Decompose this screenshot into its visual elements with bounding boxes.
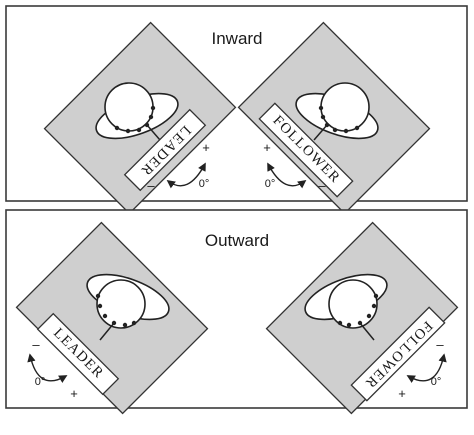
inward-leader-stem [146, 124, 161, 141]
panel-outward: Outward LEADER + [5, 209, 468, 415]
inward-follower-zero-angle: 0° [265, 178, 276, 190]
panel-inward: Inward LEADER + [5, 5, 468, 215]
inward-leader-plus-sign: + [202, 140, 210, 155]
outward-follower-contact-dots [337, 293, 379, 328]
outward-leader-stem [99, 322, 115, 341]
outward-follower-plus-sign: + [398, 386, 406, 401]
panel-inward-title: Inward [211, 29, 262, 48]
outward-follower-rotation-arrow [406, 353, 447, 383]
panel-outward-title: Outward [205, 231, 269, 250]
outward-leader-minus-sign: – [32, 337, 40, 352]
outward-leader-head [96, 279, 146, 329]
inward-leader-assembly: LEADER + – 0° [43, 21, 237, 215]
inward-follower-stem [313, 124, 328, 141]
outward-leader-plus-sign: + [70, 386, 78, 401]
inward-leader-rotation-arrow [166, 162, 206, 189]
outward-follower-zero-angle: 0° [431, 376, 442, 388]
outward-leader-label-box [36, 312, 120, 396]
inward-follower-plus-sign: + [263, 140, 271, 155]
outward-follower-label-box [350, 306, 446, 402]
outward-leader-rotation-arrow [27, 353, 68, 383]
inward-leader-zero-angle: 0° [199, 178, 210, 190]
inward-leader-minus-sign: – [147, 178, 155, 193]
outward-follower-head [328, 279, 378, 329]
inward-leader-label-box [123, 108, 207, 192]
inward-leader-contact-dots [114, 105, 156, 134]
inward-follower-minus-sign: – [318, 178, 326, 193]
outward-leader-zero-angle: 0° [35, 376, 46, 388]
inward-follower-rotation-arrow [267, 162, 307, 189]
outward-follower-minus-sign: – [436, 337, 444, 352]
inward-follower-contact-dots [318, 105, 360, 134]
inward-follower-label-box [258, 102, 354, 198]
outward-follower-stem [359, 322, 375, 341]
